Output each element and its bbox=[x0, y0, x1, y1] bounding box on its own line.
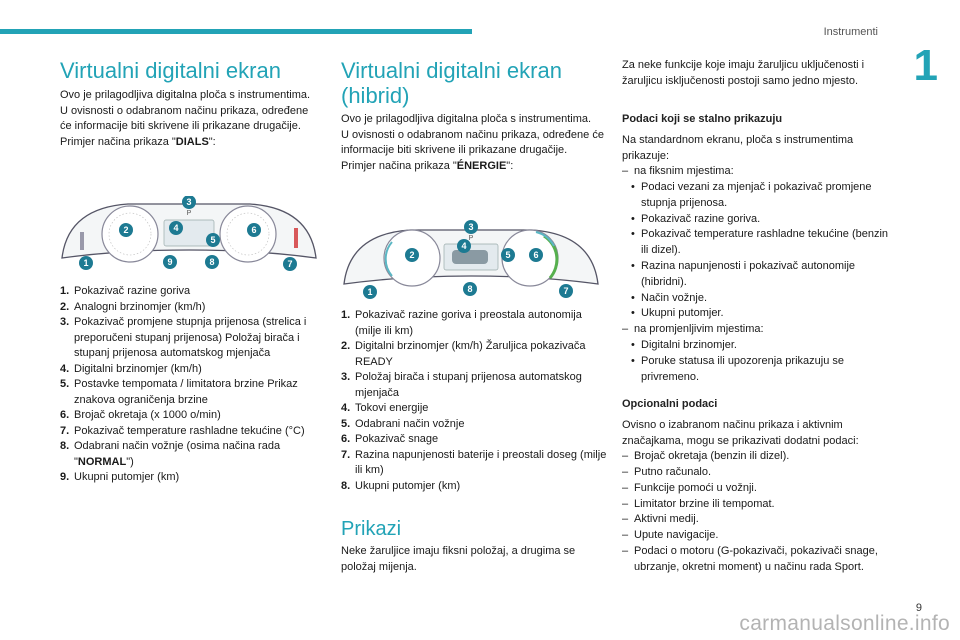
legend-list: 1.Pokazivač razine goriva 2.Analogni brz… bbox=[60, 284, 322, 486]
callout-marker: 6 bbox=[247, 223, 261, 237]
intro-line: U ovisnosti o odabranom načinu prikaza, … bbox=[341, 128, 604, 157]
header-accent-bar bbox=[0, 29, 472, 34]
list-item: 4.Digitalni brzinomjer (km/h) bbox=[60, 362, 202, 375]
list-item: 4.Tokovi energije bbox=[341, 402, 429, 414]
optional-intro: Ovisno o izabranom načinu prikaza i akti… bbox=[622, 419, 859, 447]
callout-marker: 2 bbox=[405, 248, 419, 262]
callout-marker: 8 bbox=[463, 282, 477, 296]
list-item: 7.Razina napunjenosti baterije i preosta… bbox=[341, 448, 607, 477]
fixed-intro: Na standardnom ekranu, ploča s instrumen… bbox=[622, 134, 854, 162]
callout-marker: 3 bbox=[464, 220, 478, 234]
svg-text:8: 8 bbox=[209, 257, 214, 267]
gear-p-label: P bbox=[469, 235, 474, 242]
heading-fixed-data: Podaci koji se stalno prikazuju bbox=[622, 113, 783, 125]
list-item: 3.Položaj birača i stupanj prijenosa aut… bbox=[341, 371, 582, 399]
intro-line: Ovo je prilagodljiva digitalna ploča s i… bbox=[60, 89, 311, 101]
list-item: •Poruke statusa ili upozorenja prikazuju… bbox=[631, 354, 845, 383]
intro-text: Za neke funkcije koje imaju žaruljicu uk… bbox=[622, 59, 865, 87]
list-item: •Podaci vezani za mjenjač i pokazivač pr… bbox=[631, 180, 872, 209]
callout-marker: 5 bbox=[206, 233, 220, 247]
svg-text:5: 5 bbox=[210, 235, 215, 245]
callout-marker: 1 bbox=[79, 256, 93, 270]
list-item: •Način vožnje. bbox=[631, 291, 708, 304]
callout-marker: 2 bbox=[119, 223, 133, 237]
svg-text:1: 1 bbox=[367, 287, 372, 297]
intro-line: U ovisnosti o odabranom načinu prikaza, … bbox=[60, 104, 309, 133]
list-item: 6.Brojač okretaja (x 1000 o/min) bbox=[60, 409, 221, 421]
callout-marker: 7 bbox=[283, 257, 297, 271]
svg-text:5: 5 bbox=[505, 250, 510, 260]
callout-marker: 4 bbox=[169, 221, 183, 235]
section-title: Instrumenti bbox=[823, 26, 878, 38]
list-item: –Putno računalo. bbox=[622, 465, 712, 478]
list-item: 1.Pokazivač razine goriva i preostala au… bbox=[341, 309, 582, 337]
list-item: •Digitalni brzinomjer. bbox=[631, 338, 737, 351]
heading-virtual-display: Virtualni digitalni ekran bbox=[60, 58, 281, 83]
svg-text:6: 6 bbox=[533, 250, 538, 260]
callout-marker: 5 bbox=[501, 248, 515, 262]
instrument-cluster-energy-diagram: P 1 2 3 4 5 6 7 8 bbox=[343, 220, 599, 299]
list-item: 2.Analogni brzinomjer (km/h) bbox=[60, 300, 206, 313]
callout-marker: 4 bbox=[457, 239, 471, 253]
callout-marker: 6 bbox=[529, 248, 543, 262]
callout-marker: 9 bbox=[163, 255, 177, 269]
list-item: –na promjenljivim mjestima: bbox=[622, 323, 764, 336]
example-line: Primjer načina prikaza "ÉNERGIE": bbox=[341, 159, 514, 172]
callout-marker: 8 bbox=[205, 255, 219, 269]
list-item: 5.Postavke tempomata / limitatora brzine… bbox=[60, 378, 298, 406]
instrument-cluster-dials-diagram: P 1 2 3 4 5 6 7 8 9 bbox=[61, 196, 317, 271]
chapter-number: 1 bbox=[913, 41, 938, 90]
list-item: 9.Ukupni putomjer (km) bbox=[60, 471, 180, 483]
list-item: –Brojač okretaja (benzin ili dizel). bbox=[622, 450, 790, 463]
list-item: 7.Pokazivač temperature rashladne tekući… bbox=[60, 424, 305, 437]
intro-block: Ovo je prilagodljiva digitalna ploča s i… bbox=[341, 112, 609, 174]
list-item: –Funkcije pomoći u vožnji. bbox=[622, 481, 757, 494]
page-number: 9 bbox=[915, 602, 922, 614]
list-item: –Podaci o motoru (G-pokazivači, pokaziva… bbox=[622, 544, 878, 573]
svg-text:8: 8 bbox=[467, 284, 472, 294]
list-item: –Aktivni medij. bbox=[622, 513, 699, 526]
list-item: 8.Ukupni putomjer (km) bbox=[341, 479, 461, 492]
list-item: –Upute navigacije. bbox=[622, 529, 719, 542]
svg-text:4: 4 bbox=[461, 241, 466, 251]
svg-text:7: 7 bbox=[563, 286, 568, 296]
svg-text:6: 6 bbox=[251, 225, 256, 235]
list-item: –Limitator brzine ili tempomat. bbox=[622, 497, 775, 510]
svg-text:3: 3 bbox=[468, 222, 473, 232]
svg-text:2: 2 bbox=[409, 250, 414, 260]
svg-text:2: 2 bbox=[123, 225, 128, 235]
fixed-data-block: Na standardnom ekranu, ploča s instrumen… bbox=[622, 133, 890, 385]
svg-text:1: 1 bbox=[83, 258, 88, 268]
callout-marker: 3 bbox=[182, 196, 196, 209]
list-item: –na fiksnim mjestima: bbox=[622, 165, 734, 178]
intro-line: Ovo je prilagodljiva digitalna ploča s i… bbox=[341, 113, 592, 125]
heading-virtual-display-hybrid: Virtualni digitalni ekran (hibrid) bbox=[341, 58, 562, 108]
list-item: 1.Pokazivač razine goriva bbox=[60, 285, 191, 297]
callout-marker: 7 bbox=[559, 284, 573, 298]
gear-p-label: P bbox=[187, 210, 192, 217]
list-item: •Razina napunjenosti i pokazivač autonom… bbox=[631, 259, 856, 288]
list-item: 3.Pokazivač promjene stupnja prijenosa (… bbox=[60, 316, 307, 359]
svg-text:3: 3 bbox=[186, 197, 191, 207]
list-item: •Pokazivač razine goriva. bbox=[631, 212, 761, 225]
list-item: 6.Pokazivač snage bbox=[341, 433, 439, 445]
watermark: carmanualsonline.info bbox=[739, 612, 950, 635]
heading-prikazi: Prikazi bbox=[341, 518, 402, 540]
prikazi-text: Neke žaruljice imaju fiksni položaj, a d… bbox=[341, 545, 576, 573]
svg-text:7: 7 bbox=[287, 259, 292, 269]
list-item: 2.Digitalni brzinomjer (km/h) Žaruljica … bbox=[341, 340, 586, 368]
list-item: •Ukupni putomjer. bbox=[631, 307, 724, 320]
list-item: 5.Odabrani način vožnje bbox=[341, 417, 465, 430]
list-item: 8.Odabrani način vožnje (osima načina ra… bbox=[60, 440, 281, 468]
svg-text:9: 9 bbox=[167, 257, 172, 267]
optional-data-block: Ovisno o izabranom načinu prikaza i akti… bbox=[622, 418, 890, 576]
svg-text:4: 4 bbox=[173, 223, 178, 233]
legend-list: 1.Pokazivač razine goriva i preostala au… bbox=[341, 308, 609, 494]
list-item: •Pokazivač temperature rashladne tekućin… bbox=[631, 228, 889, 257]
heading-optional-data: Opcionalni podaci bbox=[622, 398, 718, 410]
example-line: Primjer načina prikaza "DIALS": bbox=[60, 135, 216, 148]
intro-block: Ovo je prilagodljiva digitalna ploča s i… bbox=[60, 88, 322, 150]
callout-marker: 1 bbox=[363, 285, 377, 299]
